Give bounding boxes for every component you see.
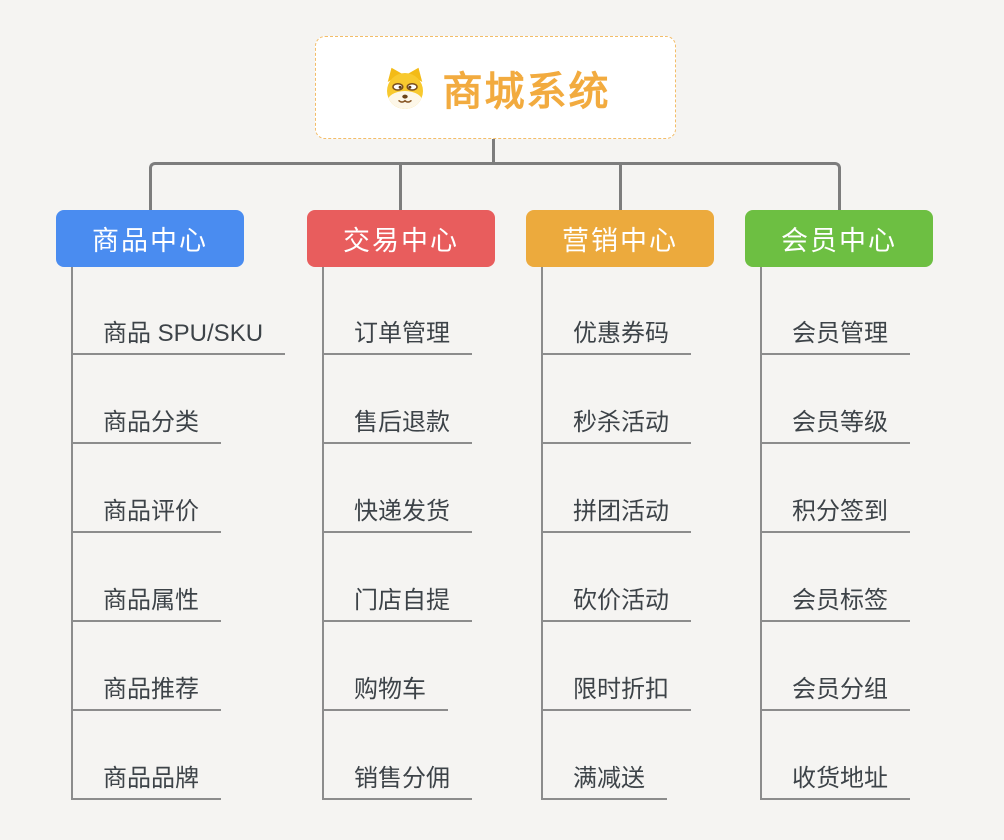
- child-topic[interactable]: 会员等级: [760, 400, 910, 444]
- branch-topic-product-center[interactable]: 商品中心: [56, 210, 244, 267]
- branch-connector-line: [322, 267, 324, 800]
- branch-column-marketing-center: 营销中心 优惠券码秒杀活动拼团活动砍价活动限时折扣满减送: [526, 210, 766, 810]
- child-topic[interactable]: 秒杀活动: [541, 400, 691, 444]
- branch-connector-line: [71, 267, 73, 800]
- child-topic[interactable]: 商品品牌: [71, 756, 221, 800]
- child-topic[interactable]: 快递发货: [322, 489, 472, 533]
- branch-topic-member-center[interactable]: 会员中心: [745, 210, 933, 267]
- branch-column-product-center: 商品中心 商品 SPU/SKU 商品分类商品评价商品属性商品推荐商品品牌: [56, 210, 296, 810]
- connector-left: [149, 162, 494, 212]
- branch-column-trade-center: 交易中心 订单管理售后退款快递发货门店自提购物车销售分佣: [307, 210, 547, 810]
- connector-root-stem: [492, 139, 495, 165]
- child-topic[interactable]: 商品属性: [71, 578, 221, 622]
- child-topic[interactable]: 商品分类: [71, 400, 221, 444]
- child-topic[interactable]: 会员管理: [760, 311, 910, 355]
- branch-connector-line: [541, 267, 543, 800]
- branch-connector-line: [760, 267, 762, 800]
- child-topic[interactable]: 优惠券码: [541, 311, 691, 355]
- child-topic[interactable]: 商品评价: [71, 489, 221, 533]
- root-topic-title: 商城系统: [442, 69, 611, 114]
- child-topic[interactable]: 会员标签: [760, 578, 910, 622]
- child-topic[interactable]: 商品推荐: [71, 667, 221, 711]
- branch-topic-trade-center[interactable]: 交易中心: [307, 210, 495, 267]
- child-topic[interactable]: 购物车: [322, 667, 448, 711]
- child-topic[interactable]: 订单管理: [322, 311, 472, 355]
- child-topic[interactable]: 限时折扣: [541, 667, 691, 711]
- child-topic[interactable]: 门店自提: [322, 578, 472, 622]
- connector-right: [493, 162, 841, 212]
- child-topic[interactable]: 满减送: [541, 756, 667, 800]
- branch-topic-marketing-center[interactable]: 营销中心: [526, 210, 714, 267]
- child-topic[interactable]: 收货地址: [760, 756, 910, 800]
- child-topic[interactable]: 会员分组: [760, 667, 910, 711]
- dog-face-icon: [381, 64, 429, 112]
- connector-drop-marketing: [619, 164, 622, 211]
- child-topic[interactable]: 砍价活动: [541, 578, 691, 622]
- child-topic[interactable]: 销售分佣: [322, 756, 472, 800]
- child-topic[interactable]: 拼团活动: [541, 489, 691, 533]
- child-topic[interactable]: 积分签到: [760, 489, 910, 533]
- child-topic[interactable]: 商品 SPU/SKU: [71, 311, 286, 355]
- connector-drop-trade: [399, 164, 402, 211]
- child-topic[interactable]: 售后退款: [322, 400, 472, 444]
- branch-column-member-center: 会员中心 会员管理会员等级积分签到会员标签会员分组收货地址: [745, 210, 985, 810]
- root-topic-mall-system[interactable]: 商城系统: [315, 36, 676, 139]
